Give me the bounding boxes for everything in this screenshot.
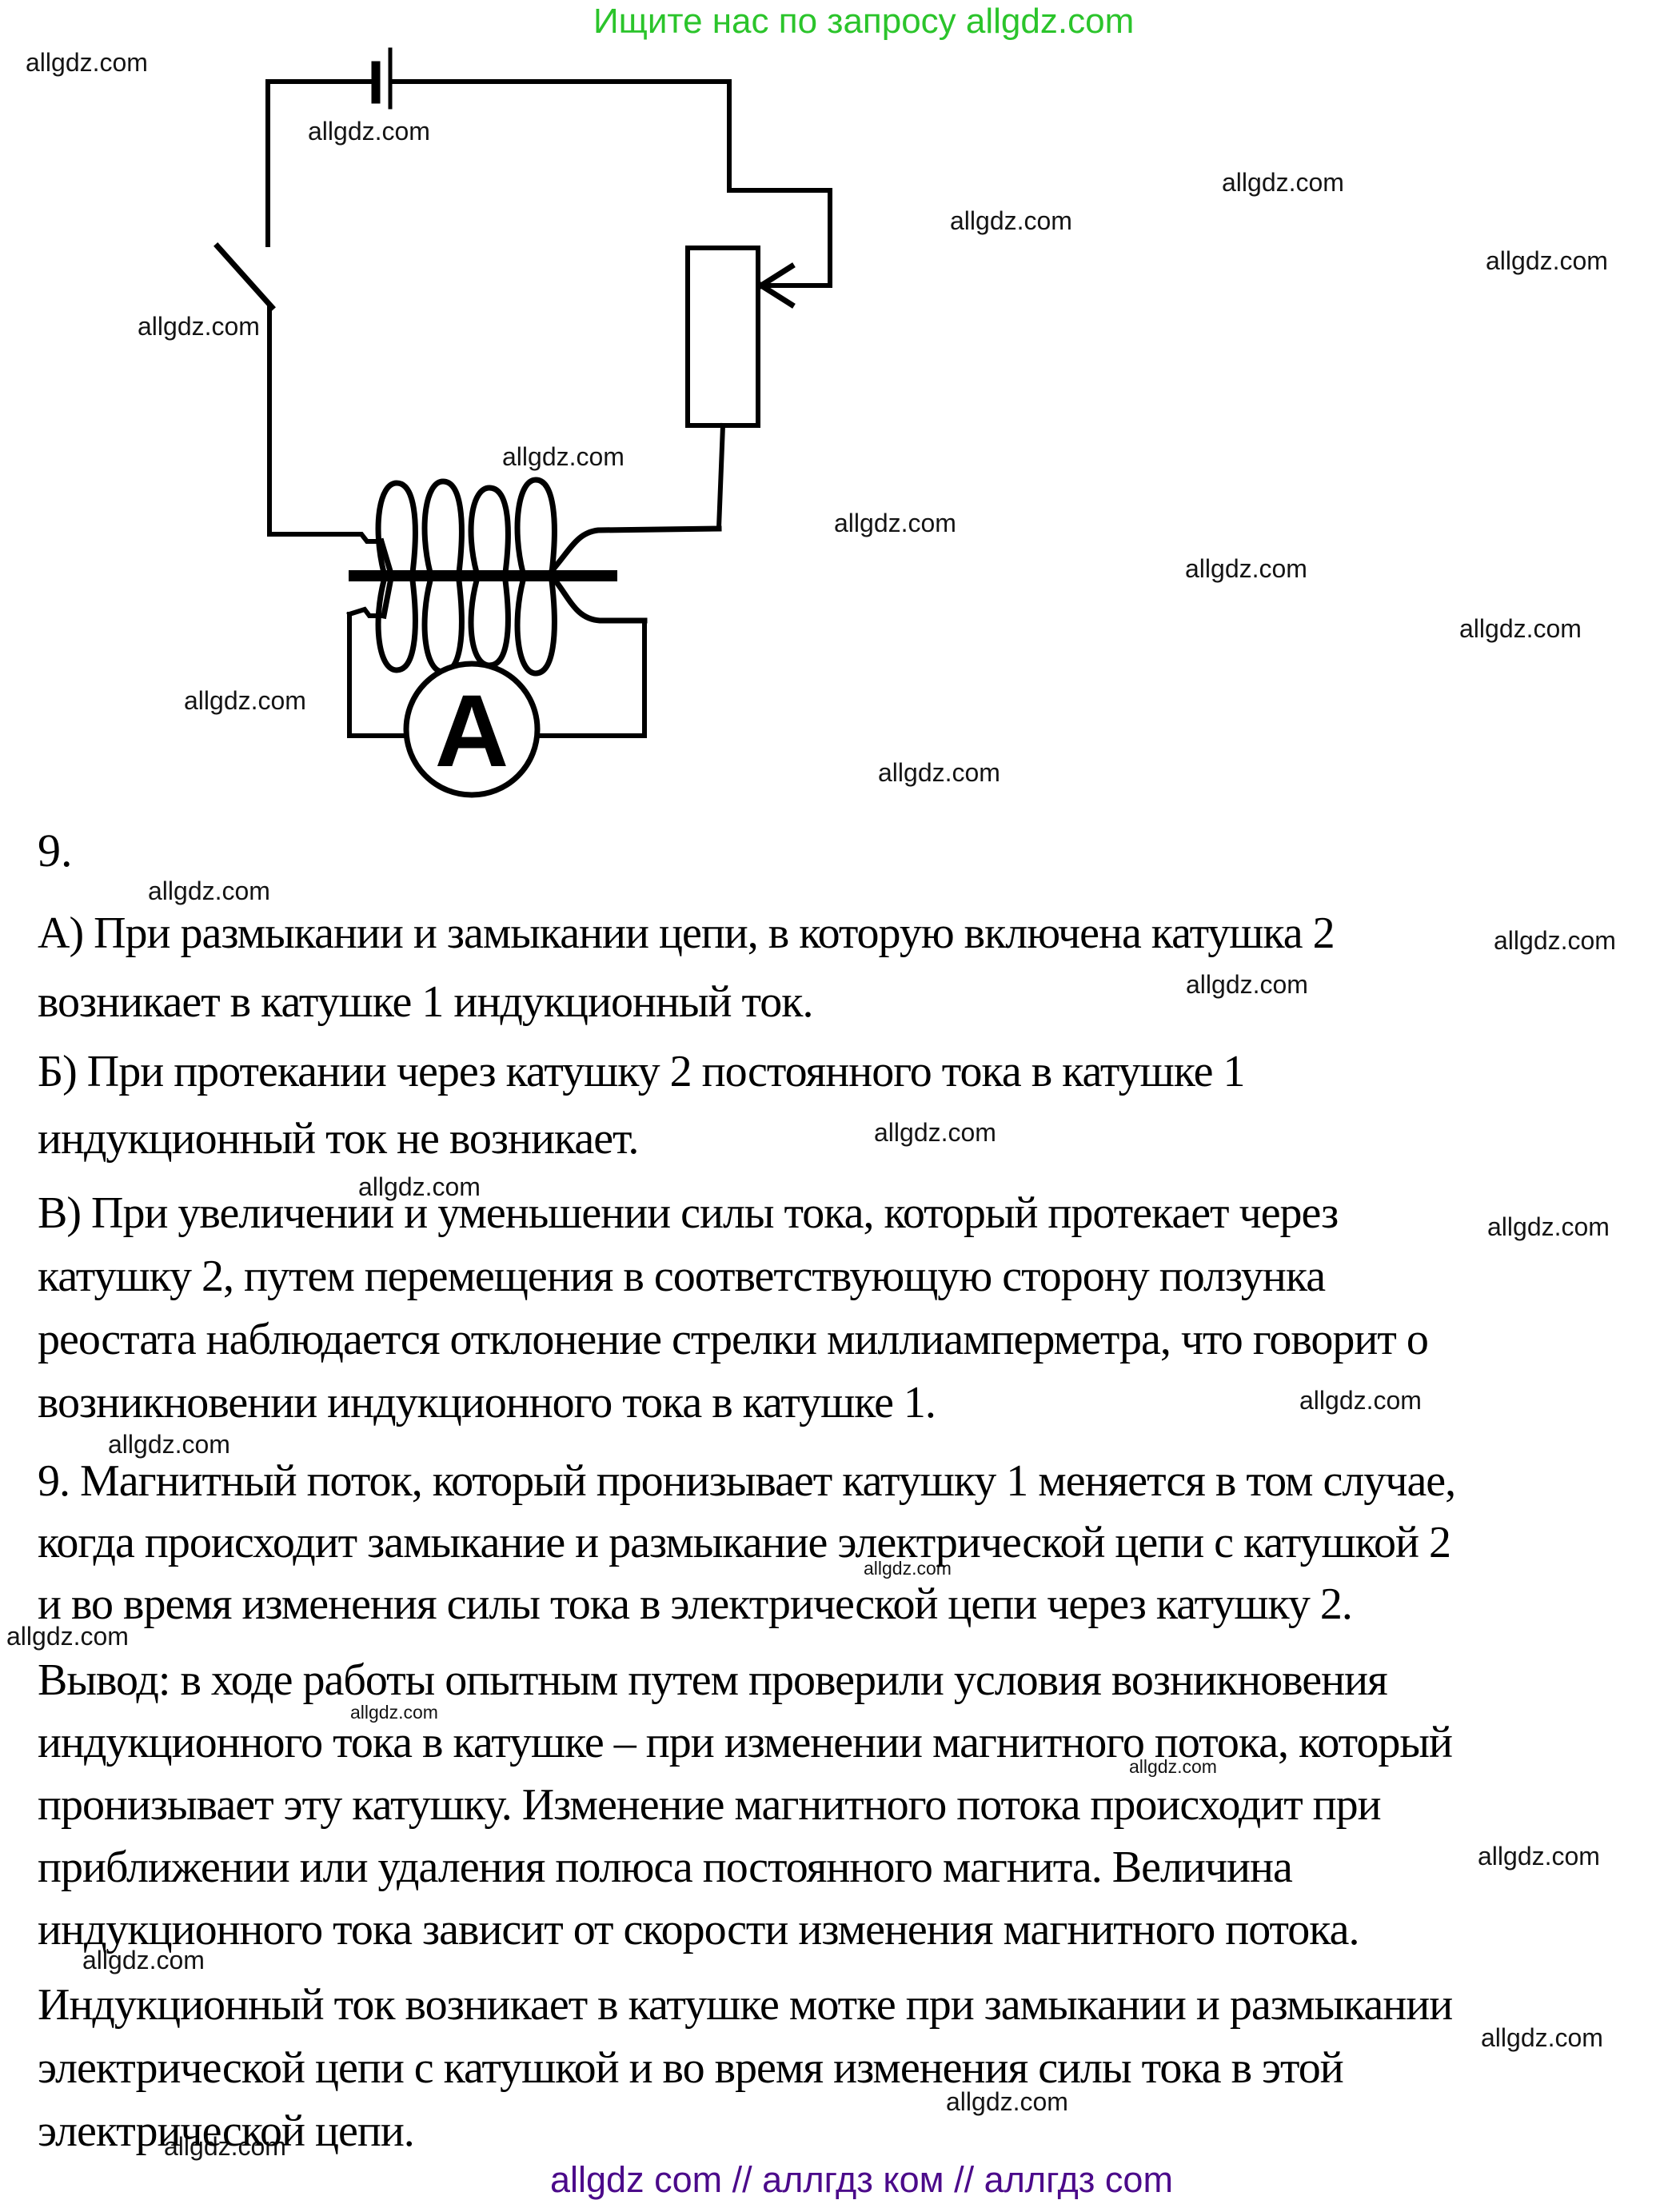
watermark: allgdz.com [1222,168,1344,197]
watermark: allgdz.com [1487,1212,1610,1241]
wire [716,422,726,531]
answer-paragraph-v: В) При увеличении и уменьшении силы тока… [38,1188,1429,1427]
answer-number: 9. [38,825,73,876]
watermark: allgdz.com [946,2087,1068,2116]
ammeter-label: А [435,674,509,789]
watermark: allgdz.com [26,48,148,77]
answer-paragraph-a: А) При размыкании и замыкании цепи, в ко… [38,908,1335,1027]
watermark: allgdz.com [1481,2023,1603,2052]
watermark: allgdz.com [138,312,260,341]
wire [727,79,832,288]
watermark: allgdz.com [184,686,306,715]
watermark: allgdz.com [82,1946,205,1974]
watermark: allgdz.com [502,442,624,471]
arrow-icon [757,262,796,309]
watermark: allgdz.com [308,117,430,146]
wire [267,532,384,544]
watermark: allgdz.com [1129,1756,1217,1777]
circuit-diagram: А [213,47,832,798]
watermark: allgdz.com [1186,970,1308,999]
watermark: allgdz.com [874,1118,996,1147]
ammeter-icon [403,661,541,798]
watermark: allgdz.com [350,1702,438,1723]
watermark: allgdz.com [1299,1386,1422,1415]
watermark: allgdz.com [1478,1842,1600,1871]
wire [346,606,386,618]
footer-promo-text: allgdz com // аллгдз ком // аллгдз com [550,2159,1173,2200]
watermark: allgdz.com [1494,926,1616,955]
switch-icon [213,242,276,311]
answer-paragraph-conclusion: Вывод: в ходе работы опытным путем прове… [38,1655,1453,1954]
watermark: allgdz.com [148,876,270,905]
wire [535,618,647,738]
header-promo-text: Ищите нас по запросу allgdz.com [593,2,1135,41]
wire [347,612,409,738]
answer-paragraph-9: 9. Магнитный поток, который пронизывает … [38,1456,1456,1629]
watermark: allgdz.com [878,758,1000,787]
answer-paragraph-b: Б) При протекании через катушку 2 постоя… [38,1047,1245,1164]
rheostat-icon [685,246,760,428]
watermark: allgdz.com [108,1430,230,1459]
watermark: allgdz.com [1486,246,1608,275]
watermark: allgdz.com [950,206,1072,235]
watermark: allgdz.com [164,2132,286,2161]
coil-2-icon [375,577,648,677]
answer-paragraph-final: Индукционный ток возникает в катушке мот… [38,1980,1453,2156]
watermark: allgdz.com [6,1622,129,1651]
watermark: allgdz.com [834,509,956,537]
watermark: allgdz.com [864,1558,952,1579]
watermark: allgdz.com [1185,554,1307,583]
watermark: allgdz.com [358,1172,481,1201]
coil-1-icon [375,477,722,577]
watermark: allgdz.com [1459,614,1582,643]
